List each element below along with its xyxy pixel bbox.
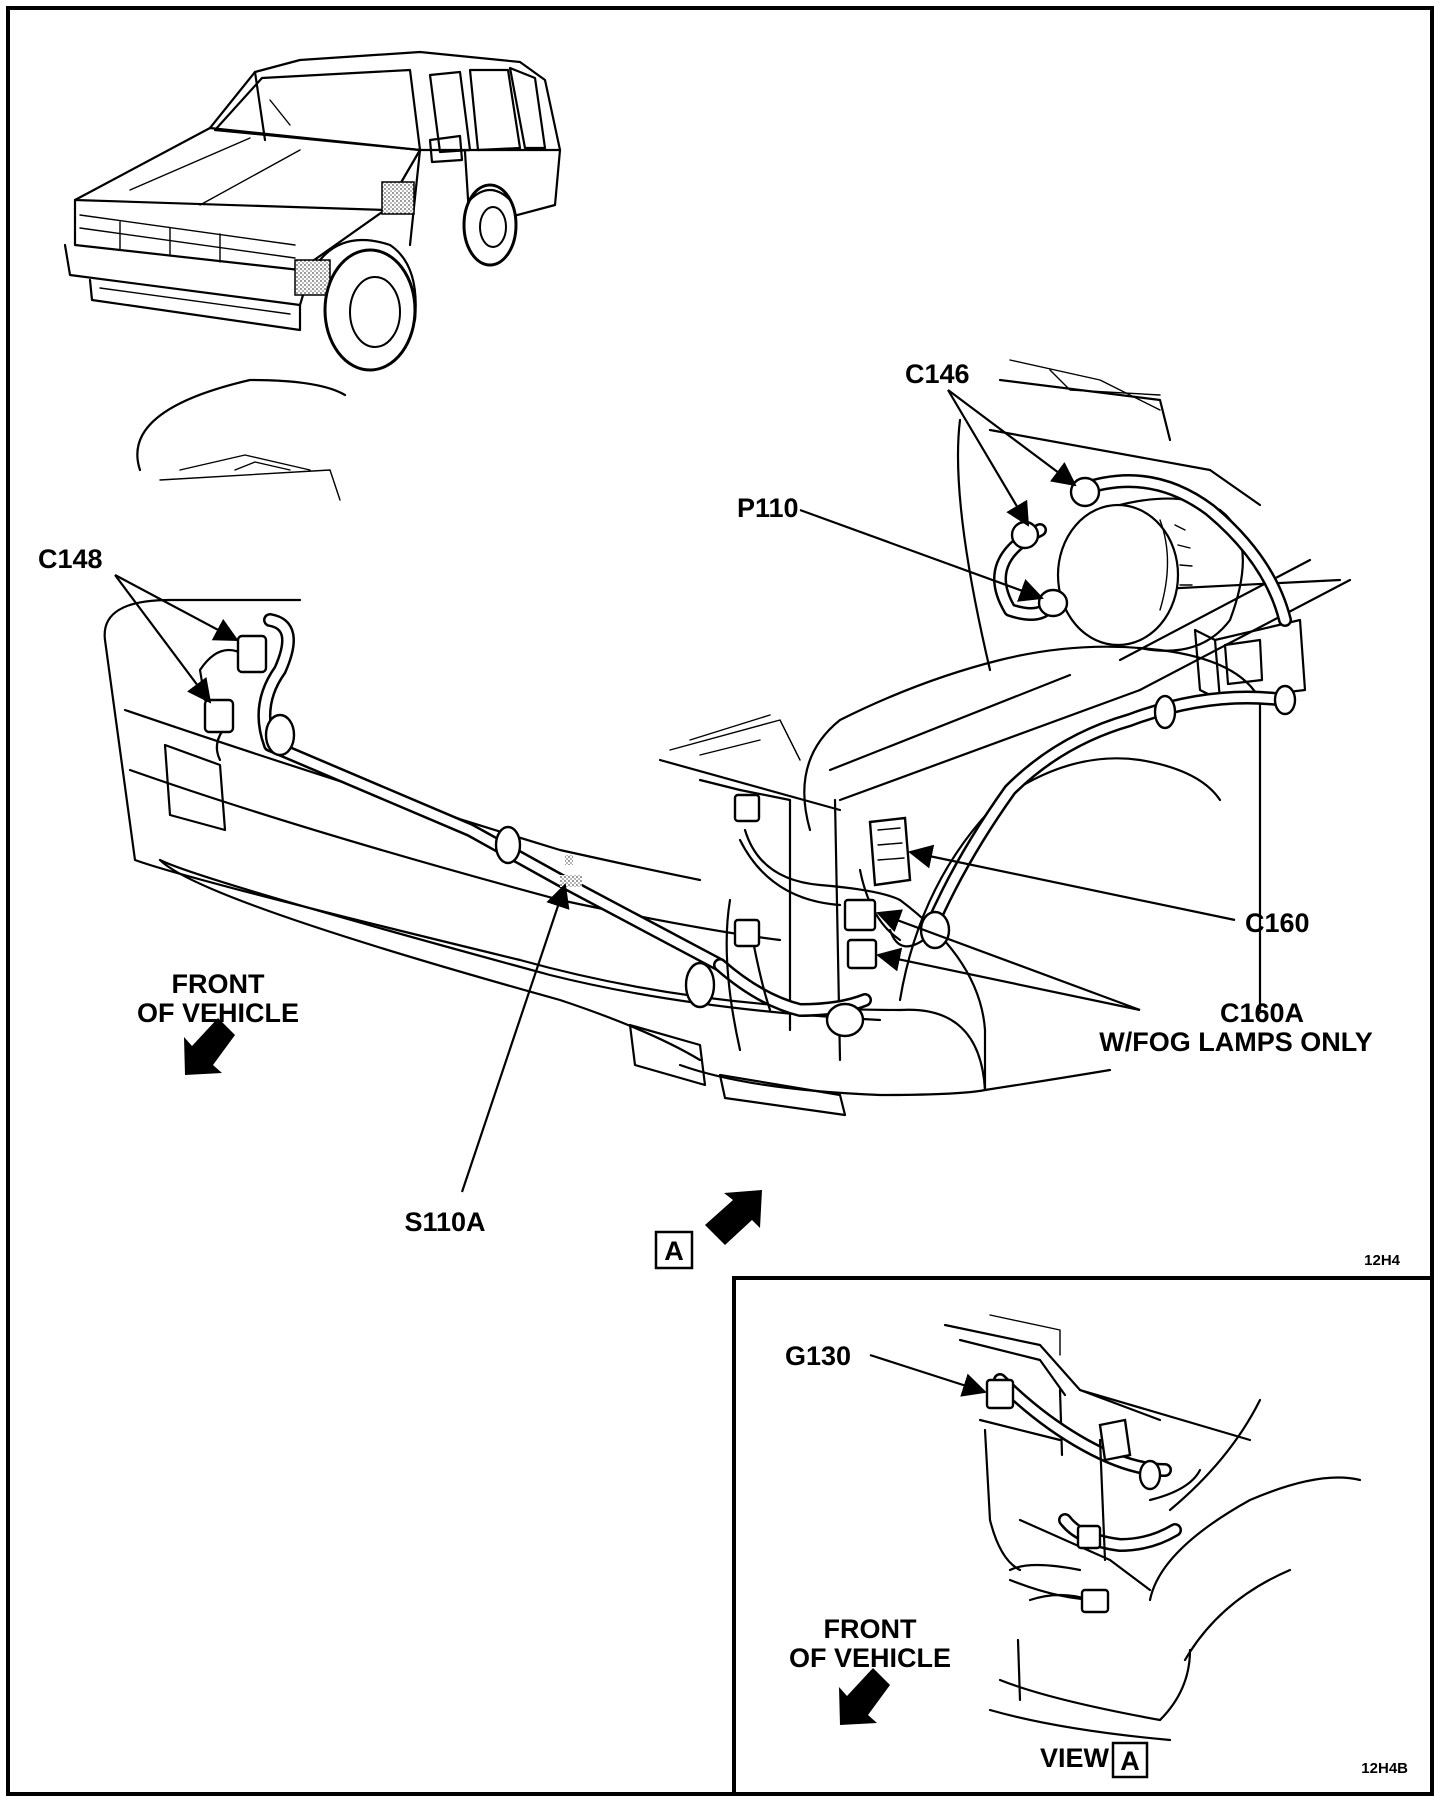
front-of-vehicle-arrow xyxy=(184,1018,235,1075)
inset-view-marker: A xyxy=(1120,1746,1140,1776)
inset-front-line2: OF VEHICLE xyxy=(789,1643,951,1673)
label-c160a: C160A xyxy=(1220,998,1304,1028)
c160-connector xyxy=(868,816,912,887)
c146-connector-right xyxy=(1069,476,1101,508)
label-c146: C146 xyxy=(905,359,970,389)
label-c160: C160 xyxy=(1245,908,1310,938)
label-front-line1: FRONT xyxy=(172,969,265,999)
view-a-inset: G130 FRONT OF VEHICLE VIEW A 12H4B xyxy=(732,1276,1434,1796)
figure-code: 12H4 xyxy=(1364,1252,1401,1269)
vehicle-overview-illustration xyxy=(63,50,562,372)
label-c148: C148 xyxy=(38,544,103,574)
c160a-connector-lower xyxy=(846,938,878,970)
outer-frame xyxy=(6,6,1434,1796)
c148-connector-upper xyxy=(236,634,268,674)
inset-view-marker-box xyxy=(1111,1741,1149,1779)
headlamp-highlight xyxy=(294,259,331,296)
view-marker-box xyxy=(654,1230,694,1270)
c148-connector-lower xyxy=(203,698,235,734)
label-front-line2: OF VEHICLE xyxy=(137,998,299,1028)
g130-ground xyxy=(985,1378,1015,1410)
inset-view-text: VIEW xyxy=(1040,1743,1110,1773)
label-c160a-note: W/FOG LAMPS ONLY xyxy=(1099,1027,1373,1057)
inset-front-line1: FRONT xyxy=(824,1614,917,1644)
s110a-splice xyxy=(560,875,582,887)
view-marker: A xyxy=(664,1236,684,1266)
callout-arrows xyxy=(114,389,1236,1193)
connectors xyxy=(203,476,1297,1038)
fender-highlight xyxy=(381,181,415,215)
view-a-arrow xyxy=(705,1190,762,1245)
label-s110a: S110A xyxy=(404,1207,485,1237)
c146-connector-left xyxy=(1010,520,1040,550)
label-g130: G130 xyxy=(785,1341,851,1371)
c160a-connector-upper xyxy=(843,898,877,932)
label-p110: P110 xyxy=(737,493,799,523)
p110-connector xyxy=(1037,588,1069,618)
inset-figure-code: 12H4B xyxy=(1361,1760,1408,1777)
